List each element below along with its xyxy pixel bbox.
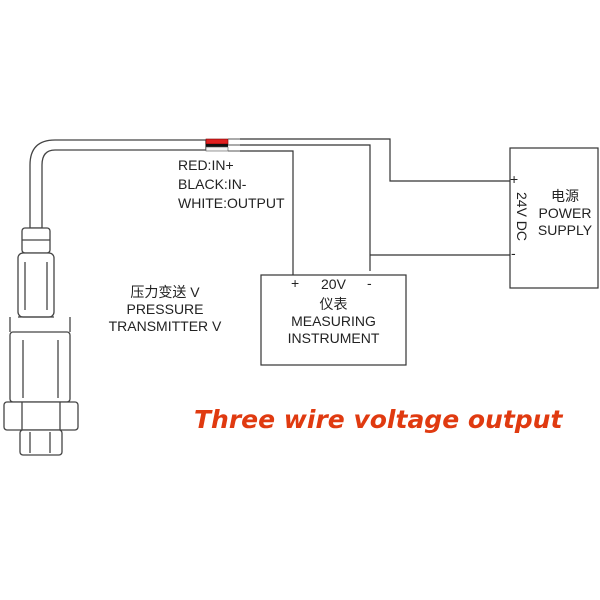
power-name-en-1: POWER xyxy=(538,205,592,221)
power-name-cn: 电源 xyxy=(551,188,579,204)
instrument-plus: + xyxy=(291,275,300,291)
red-wire xyxy=(205,138,229,145)
red-wire-label: RED:IN+ xyxy=(178,157,234,173)
power-voltage: 24V DC xyxy=(514,192,530,242)
diagram-caption: Three wire voltage output xyxy=(194,405,563,434)
power-plus: + xyxy=(510,171,519,187)
instrument-minus: - xyxy=(367,275,372,291)
instrument-label: 仪表 MEASURING INSTRUMENT xyxy=(261,296,406,347)
power-supply-label: 电源 POWER SUPPLY xyxy=(532,188,598,239)
connection-wires xyxy=(240,138,510,275)
instrument-name-en-1: MEASURING xyxy=(291,313,376,329)
pressure-transmitter xyxy=(3,227,79,456)
power-name-en-2: SUPPLY xyxy=(537,222,593,238)
instrument-name-en-2: INSTRUMENT xyxy=(287,330,380,346)
power-supply-box xyxy=(509,147,599,289)
white-wire xyxy=(205,146,229,152)
measuring-instrument-box xyxy=(260,274,407,366)
white-wire-label: WHITE:OUTPUT xyxy=(178,195,285,211)
instrument-name-cn: 仪表 xyxy=(319,296,348,312)
transmitter-name-en-2: TRANSMITTER V xyxy=(108,318,222,334)
black-wire xyxy=(206,144,228,147)
instrument-voltage: 20V xyxy=(321,276,346,292)
transmitter-name-cn: 压力变送 V xyxy=(130,284,200,300)
black-wire-label: BLACK:IN- xyxy=(178,176,247,192)
transmitter-name-en-1: PRESSURE xyxy=(126,301,204,317)
transmitter-label: 压力变送 V PRESSURE TRANSMITTER V xyxy=(100,284,230,335)
power-minus: - xyxy=(511,245,516,261)
